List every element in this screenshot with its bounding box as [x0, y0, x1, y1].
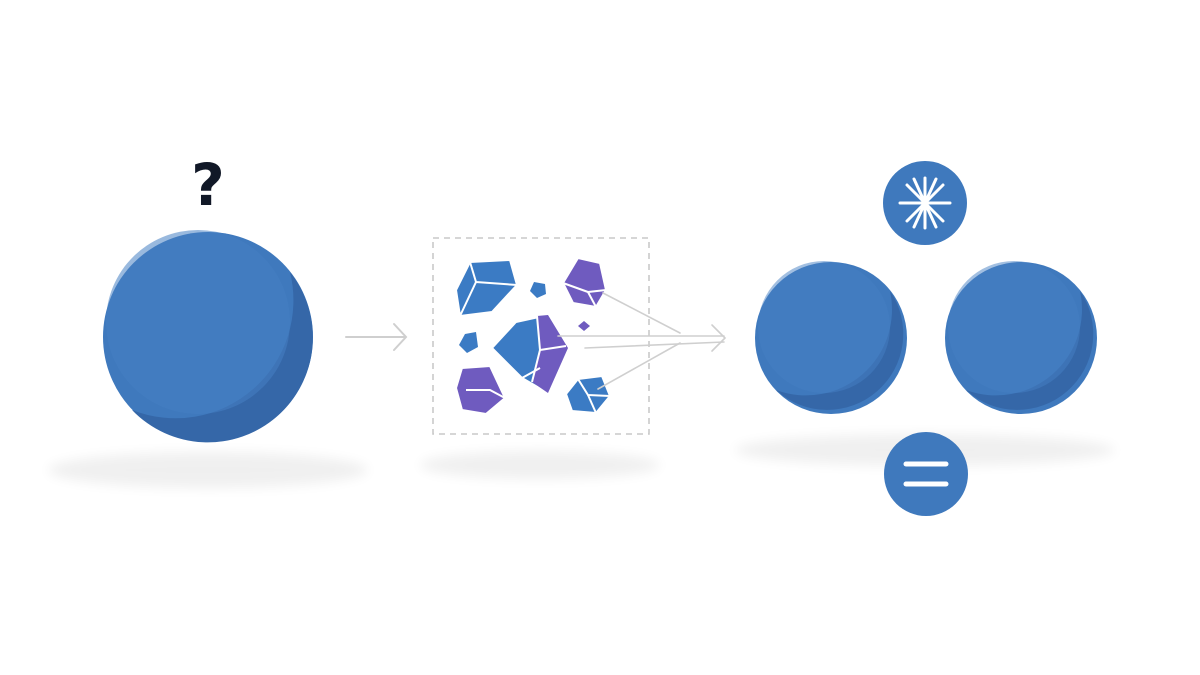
shard-crack: [587, 394, 597, 414]
shard-top-right: [562, 257, 607, 308]
sphere-ground-shadow: [48, 452, 368, 488]
connector-line: [597, 342, 681, 390]
frame-ground-shadow: [420, 451, 660, 479]
connector-line: [584, 341, 725, 349]
sphere-highlight: [758, 261, 890, 393]
whole-sphere: [103, 230, 313, 443]
shard-top-left: [455, 259, 518, 317]
arrow-head: [393, 323, 408, 351]
connector-arrow-head: [711, 324, 727, 352]
arrow-to-fragments: [345, 323, 408, 351]
result-sphere-right: [945, 261, 1097, 414]
connector-line: [602, 292, 681, 334]
shard-crack: [459, 281, 477, 317]
shard-crack: [587, 291, 597, 308]
badge-circle: [884, 432, 968, 516]
shard-small-pentagon: [530, 282, 546, 298]
shard-crack: [521, 367, 541, 379]
sphere-shade: [776, 291, 904, 410]
shard-crack: [466, 389, 506, 399]
equals-badge: [884, 432, 968, 516]
shard-crack: [539, 345, 567, 351]
sphere-highlight: [106, 230, 290, 414]
converging-connectors: [557, 292, 727, 390]
shard-central-purple: [532, 315, 568, 393]
spark-badge: [883, 161, 967, 245]
sphere-shade: [132, 272, 313, 443]
question-mark-icon: ?: [191, 151, 225, 219]
shard-small-left: [459, 332, 478, 353]
sphere-highlight: [948, 261, 1080, 393]
equals-sign-icon: [903, 461, 949, 487]
shard-tiny-diamond: [578, 321, 590, 331]
shattered-shards-icon: [455, 257, 611, 415]
sphere-shade: [966, 291, 1094, 410]
asterisk-spark-icon: [898, 176, 952, 230]
result-sphere-left: [755, 261, 907, 414]
